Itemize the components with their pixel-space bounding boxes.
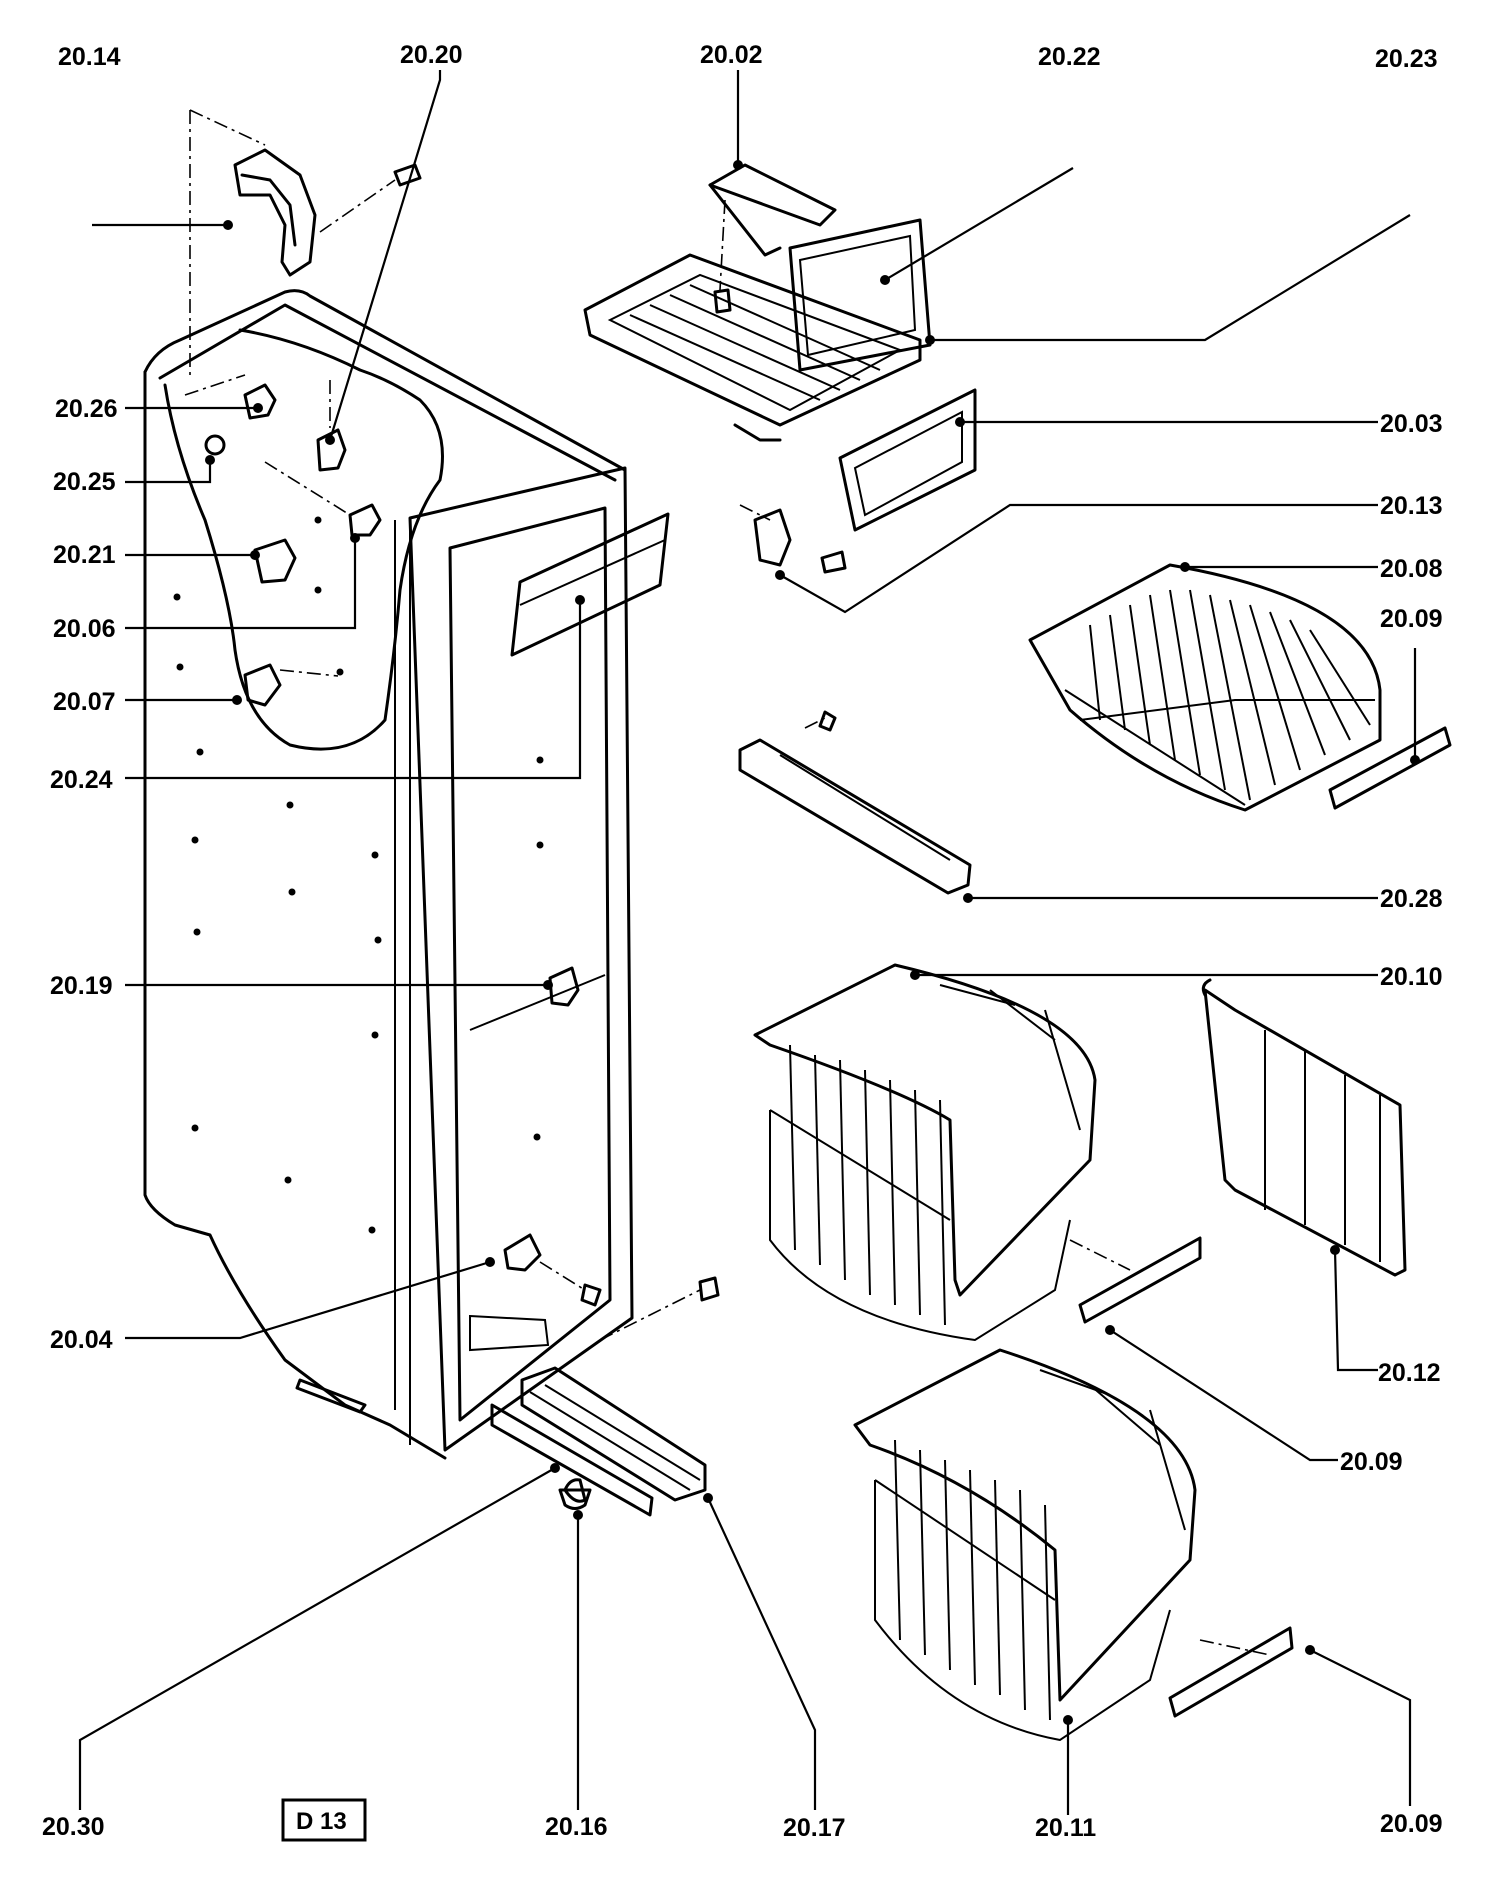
- front-panel-strip: [510, 512, 670, 657]
- label-20-02: 20.02: [700, 41, 763, 69]
- support-rail: [738, 710, 972, 895]
- glass-panel: [838, 388, 977, 532]
- label-20-20: 20.20: [400, 41, 463, 69]
- label-20-19: 20.19: [50, 972, 113, 1000]
- support-bracket: [503, 1233, 602, 1307]
- label-20-12: 20.12: [1378, 1359, 1441, 1387]
- label-20-10: 20.10: [1380, 963, 1443, 991]
- label-20-25: 20.25: [53, 468, 116, 496]
- label-20-09-middle: 20.09: [1340, 1448, 1403, 1476]
- basket-rail-middle: [1069, 1236, 1202, 1324]
- basket-rail-top: [1328, 726, 1452, 810]
- lamp-socket: [184, 374, 277, 456]
- label-20-03: 20.03: [1380, 410, 1443, 438]
- page-badge-text: D 13: [296, 1808, 347, 1835]
- label-20-26: 20.26: [55, 395, 118, 423]
- label-20-04: 20.04: [50, 1326, 113, 1354]
- label-20-17: 20.17: [783, 1814, 846, 1842]
- basket-wires: [789, 984, 1081, 1326]
- leader-lines: [78, 70, 1417, 1815]
- kick-grille: [490, 1276, 720, 1517]
- basket-wires: [1089, 589, 1371, 801]
- ice-shelf-assembly: [583, 163, 932, 442]
- freezer-cabinet: [143, 289, 634, 1460]
- sensor-clip: [264, 461, 382, 537]
- tray-grille: [629, 284, 881, 401]
- basket-rail-bottom: [1168, 1626, 1294, 1718]
- top-basket: [1028, 563, 1382, 812]
- label-20-13: 20.13: [1380, 492, 1443, 520]
- label-20-30: 20.30: [42, 1813, 105, 1841]
- label-20-22: 20.22: [1038, 43, 1101, 71]
- label-20-28: 20.28: [1380, 885, 1443, 913]
- label-20-08: 20.08: [1380, 555, 1443, 583]
- basket-divider: [1201, 978, 1407, 1277]
- label-20-06: 20.06: [53, 615, 116, 643]
- bottom-basket: [853, 1348, 1197, 1742]
- label-20-07: 20.07: [53, 688, 116, 716]
- label-20-21: 20.21: [53, 541, 116, 569]
- fan-bracket: [739, 504, 847, 574]
- part-labels: 20.14 20.20 20.02 20.22 20.23 20.26 20.2…: [42, 41, 1443, 1842]
- label-20-09-bottom: 20.09: [1380, 1810, 1443, 1838]
- hinge-bracket: [189, 109, 422, 380]
- switch: [253, 538, 297, 584]
- page-badge: D 13: [281, 1798, 367, 1842]
- leveling-foot: [558, 1488, 592, 1510]
- label-20-24: 20.24: [50, 766, 113, 794]
- latch-clip: [548, 966, 580, 1007]
- basket-wires: [894, 1369, 1186, 1721]
- connector: [243, 663, 339, 707]
- label-20-16: 20.16: [545, 1813, 608, 1841]
- middle-basket: [753, 963, 1097, 1342]
- label-20-11: 20.11: [1035, 1814, 1096, 1842]
- label-20-09-top: 20.09: [1380, 605, 1443, 633]
- thermostat-knob: [316, 380, 347, 472]
- mounting-holes: [173, 516, 544, 1234]
- leader-dots: [205, 160, 1420, 1725]
- label-20-23: 20.23: [1375, 45, 1438, 73]
- label-20-14: 20.14: [58, 43, 121, 71]
